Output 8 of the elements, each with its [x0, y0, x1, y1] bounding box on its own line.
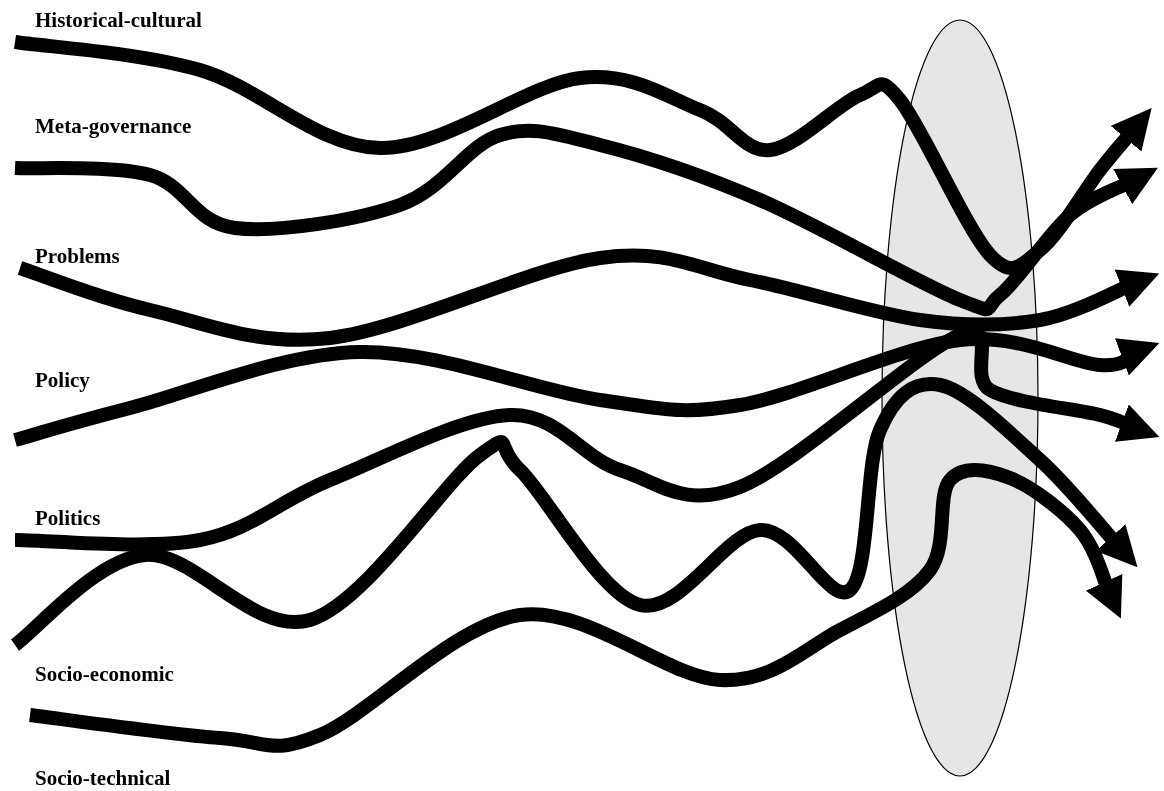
window-ellipse [881, 19, 1039, 777]
stream-label: Socio-economic [35, 662, 174, 686]
stream-label: Problems [35, 244, 120, 268]
stream-label: Meta-governance [35, 114, 192, 138]
stream-label: Politics [35, 506, 101, 530]
stream-label: Historical-cultural [35, 8, 202, 32]
stream-label: Policy [35, 368, 90, 392]
stream-label: Socio-technical [35, 766, 171, 790]
